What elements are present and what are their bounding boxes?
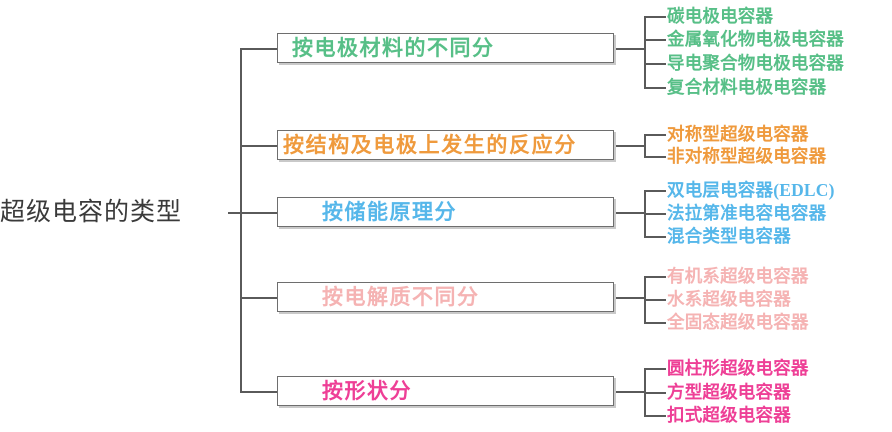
branch-stub-3 [616, 212, 646, 214]
trunk-stub-3 [240, 212, 277, 214]
category-box-4[interactable]: 按电解质不同分 [277, 282, 614, 312]
leaf-line-1-2 [644, 39, 666, 41]
leaf-item[interactable]: 水系超级电容器 [667, 289, 791, 309]
leaf-line-5-2 [644, 392, 666, 394]
category-box-3[interactable]: 按储能原理分 [277, 197, 614, 227]
leaf-item[interactable]: 混合类型电容器 [667, 226, 791, 246]
leaf-item[interactable]: 导电聚合物电极电容器 [667, 53, 844, 73]
leaf-line-1-3 [644, 63, 666, 65]
leaf-line-2-2 [644, 156, 666, 158]
leaf-item[interactable]: 复合材料电极电容器 [667, 77, 827, 97]
leaf-item[interactable]: 有机系超级电容器 [667, 266, 809, 286]
branch-stub-1 [616, 48, 646, 50]
leaf-line-3-3 [644, 236, 666, 238]
root-connector-line [228, 212, 242, 214]
category-box-5[interactable]: 按形状分 [277, 376, 614, 406]
leaf-line-5-3 [644, 415, 666, 417]
trunk-stub-2 [240, 145, 277, 147]
leaf-item[interactable]: 非对称型超级电容器 [667, 146, 827, 166]
leaf-item[interactable]: 圆柱形超级电容器 [667, 358, 809, 378]
category-box-1[interactable]: 按电极材料的不同分 [277, 33, 614, 63]
leaf-line-5-1 [644, 368, 666, 370]
leaf-line-4-1 [644, 276, 666, 278]
leaf-line-4-3 [644, 322, 666, 324]
branch-spine-1 [644, 16, 646, 87]
category-label-4: 按电解质不同分 [322, 285, 480, 309]
branch-spine-2 [644, 134, 646, 158]
category-box-2[interactable]: 按结构及电极上发生的反应分 [277, 130, 614, 160]
leaf-line-4-2 [644, 299, 666, 301]
category-label-2: 按结构及电极上发生的反应分 [283, 133, 577, 157]
leaf-line-2-1 [644, 134, 666, 136]
category-label-3: 按储能原理分 [322, 200, 457, 224]
leaf-line-1-1 [644, 16, 666, 18]
trunk-stub-5 [240, 391, 277, 393]
category-label-5: 按形状分 [322, 379, 412, 403]
leaf-item[interactable]: 全固态超级电容器 [667, 312, 809, 332]
trunk-stub-1 [240, 48, 277, 50]
leaf-item[interactable]: 法拉第准电容电容器 [667, 203, 827, 223]
trunk-stub-4 [240, 297, 277, 299]
leaf-item[interactable]: 扣式超级电容器 [667, 405, 791, 425]
category-label-1: 按电极材料的不同分 [292, 36, 495, 60]
branch-stub-5 [616, 391, 646, 393]
trunk-vertical-line [240, 48, 242, 392]
branch-stub-4 [616, 297, 646, 299]
leaf-line-1-4 [644, 87, 666, 89]
leaf-item[interactable]: 方型超级电容器 [667, 382, 791, 402]
leaf-item[interactable]: 金属氧化物电极电容器 [667, 29, 844, 49]
leaf-item[interactable]: 对称型超级电容器 [667, 124, 809, 144]
branch-stub-2 [616, 145, 646, 147]
leaf-line-3-1 [644, 190, 666, 192]
leaf-item[interactable]: 碳电极电容器 [667, 6, 774, 26]
leaf-line-3-2 [644, 213, 666, 215]
root-label: 超级电容的类型 [0, 199, 183, 226]
leaf-item[interactable]: 双电层电容器(EDLC) [667, 180, 835, 200]
